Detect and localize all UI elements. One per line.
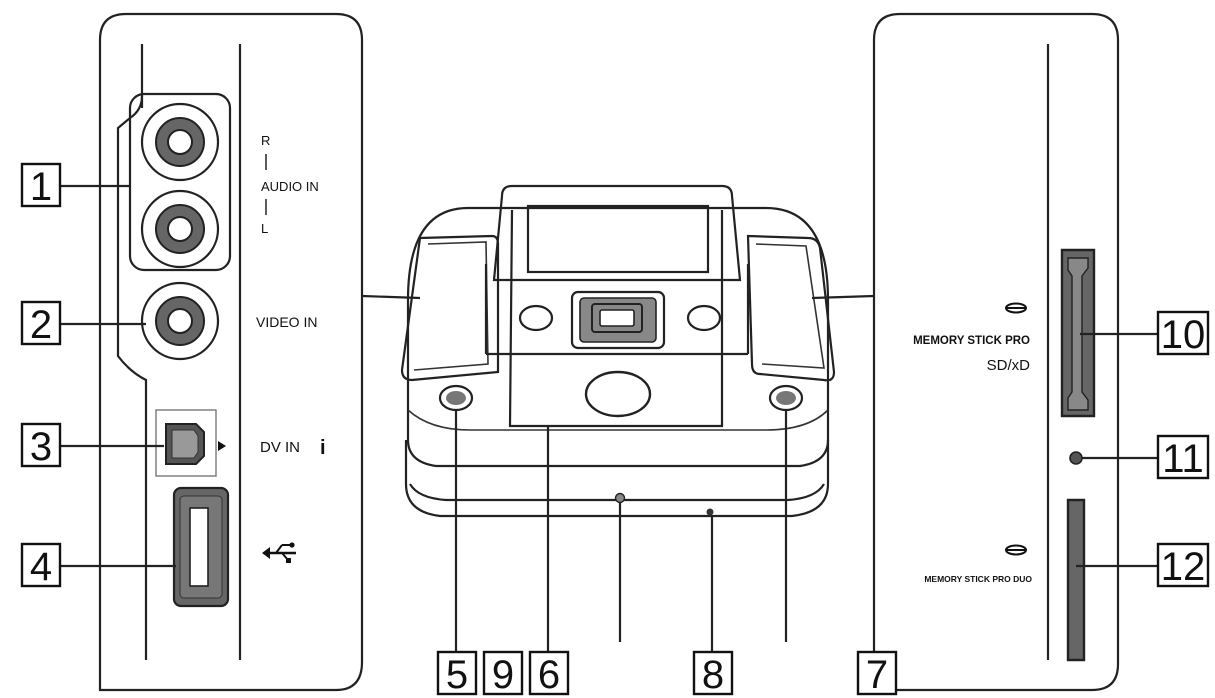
callout-5: 5 (436, 650, 478, 697)
callout-10: 10 (1156, 310, 1210, 357)
usb-icon (262, 542, 296, 563)
ms-pro-duo-label: MEMORY STICK PRO DUO (924, 574, 1032, 584)
center-selector[interactable] (570, 290, 666, 350)
callout-3: 3 (20, 422, 62, 469)
svg-text:12: 12 (1161, 545, 1206, 589)
dv-arrow-icon (218, 441, 226, 451)
svg-text:8: 8 (702, 653, 724, 697)
dv-ilink-icon: i (320, 437, 326, 459)
left-side-panel: R AUDIO IN L VIDEO IN DV IN i (98, 12, 364, 692)
svg-text:4: 4 (30, 545, 52, 589)
sd-xd-label: SD/xD (987, 357, 1031, 374)
callout-12: 12 (1156, 542, 1210, 589)
svg-text:1: 1 (30, 165, 52, 209)
right-button[interactable] (686, 304, 722, 332)
audio-r-jack[interactable] (140, 102, 220, 182)
usb-port[interactable] (172, 486, 230, 608)
device-body (400, 184, 836, 518)
access-indicator (1069, 451, 1083, 465)
audio-in-label: AUDIO IN (261, 179, 319, 194)
main-button[interactable] (584, 370, 652, 418)
audio-l-jack[interactable] (140, 189, 220, 269)
svg-text:2: 2 (30, 303, 52, 347)
dv-in-label: DV IN (260, 439, 300, 456)
svg-text:9: 9 (492, 653, 514, 697)
svg-text:7: 7 (866, 653, 888, 697)
left-button[interactable] (518, 304, 554, 332)
memory-stick-duo-logo-icon (1005, 544, 1027, 556)
left-foot-button[interactable] (438, 384, 474, 412)
svg-text:5: 5 (446, 653, 468, 697)
front-indicator (614, 492, 626, 504)
front-led (706, 508, 714, 516)
audio-l-label: L (261, 221, 268, 236)
right-side-panel: MEMORY STICK PRO SD/xD MEMORY STICK PRO … (872, 12, 1120, 692)
leader-lines (60, 184, 1158, 652)
memory-stick-logo-icon (1005, 302, 1027, 314)
callout-6: 6 (528, 650, 570, 697)
callout-11: 11 (1156, 434, 1210, 481)
callout-9: 9 (482, 650, 524, 697)
svg-text:6: 6 (538, 653, 560, 697)
ms-pro-label: MEMORY STICK PRO (913, 335, 1030, 347)
memory-stick-pro-duo-slot[interactable] (1066, 498, 1086, 662)
callout-4: 4 (20, 542, 62, 589)
memory-stick-pro-slot[interactable] (1060, 248, 1096, 418)
callout-8: 8 (692, 650, 734, 697)
video-in-label: VIDEO IN (256, 314, 317, 330)
svg-text:3: 3 (30, 425, 52, 469)
callout-2: 2 (20, 300, 62, 347)
right-foot-button[interactable] (768, 384, 804, 412)
svg-text:10: 10 (1161, 313, 1206, 357)
dv-in-port[interactable] (155, 409, 217, 477)
audio-r-label: R (261, 133, 270, 148)
callout-1: 1 (20, 162, 62, 209)
video-in-jack[interactable] (140, 281, 220, 361)
svg-text:11: 11 (1162, 437, 1204, 481)
callout-7: 7 (856, 650, 898, 697)
